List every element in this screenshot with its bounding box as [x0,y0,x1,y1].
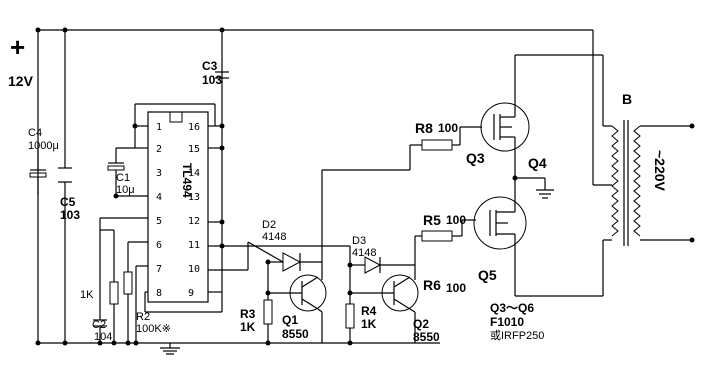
c4-capacitor [29,150,47,195]
transformer-b [603,120,695,246]
c2-value: 104 [94,331,112,343]
r2-resistor [123,271,133,343]
top-rail [38,29,594,185]
ic-pin-3: 3 [156,168,162,179]
c1-capacitor [107,160,125,196]
ic-pin-10: 10 [188,264,200,275]
r8-value: 100 [438,121,458,135]
ic-name: TL494 [180,163,194,198]
c3-value: 103 [202,73,222,87]
q5-label: Q5 [478,267,497,283]
r4-label: R4 [361,304,377,318]
r5-value: 100 [446,213,466,227]
mosfet-note-alt: 或IRFP250 [490,329,544,342]
d2-value: 4148 [262,231,286,243]
ic-pin-1: 1 [156,122,162,133]
c1-label: C1 [116,172,130,184]
c4-label: C4 [28,127,42,139]
r4-value: 1K [361,317,377,331]
q3-mosfet [480,55,530,200]
ic-pin-16: 16 [188,122,200,133]
ground-symbol-left [160,343,180,355]
r3-resistor [263,262,273,343]
r-1k-resistor [100,229,119,343]
ic-pins-left: 1 2 3 4 5 6 7 8 [156,122,162,299]
transformer-label: B [622,91,632,107]
q1-value: 8550 [282,327,309,341]
drain-wiring [515,54,612,297]
r3-value: 1K [240,320,256,334]
c2-label: C2 [92,319,106,331]
ic-pin-5: 5 [156,216,162,227]
ic-pin-12: 12 [188,216,200,227]
c2-capacitor [93,319,107,343]
supply-voltage: 12V [8,73,34,89]
ic-pin-2: 2 [156,144,162,155]
q5-mosfet [473,196,527,296]
c3-label: C3 [202,59,218,73]
r4-resistor [345,265,355,343]
r5-label: R5 [423,212,441,228]
r2-value: 100K※ [136,323,171,335]
c3-capacitor [215,71,229,79]
c5-label: C5 [60,195,76,209]
ic-pin-4: 4 [156,192,162,203]
mosfet-note-range: Q3～Q6 [490,301,534,315]
q2-label: Q2 [413,317,429,331]
r6-label: R6 [423,277,441,293]
q1-label: Q1 [282,313,298,327]
ic-pin-14: 14 [188,168,200,179]
tl494-ic [147,111,209,303]
d2-diode [247,241,322,272]
r-1k-label: 1K [80,289,94,301]
r8-resistor [410,126,482,151]
output-voltage: ~220V [652,150,668,192]
q2-value: 8550 [413,330,440,344]
ic-pin-15: 15 [188,144,200,155]
c5-capacitor [58,167,72,183]
d3-diode [222,245,415,274]
c5-value: 103 [60,208,80,222]
ic-pin-13: 13 [188,192,200,203]
ic-pin-7: 7 [156,264,162,275]
plus-sign: + [10,32,25,62]
ic-pin-9: 9 [188,288,194,299]
d2-label: D2 [262,219,276,231]
q2-transistor [350,235,420,343]
c1-value: 10μ [116,184,135,196]
ic-pins-right: 16 15 14 13 12 11 10 9 [188,122,200,299]
c4-value: 1000μ [28,140,59,152]
r3-label: R3 [240,307,256,321]
junction-dots [35,27,518,346]
q3-label: Q3 [466,150,485,166]
ic-pin-11: 11 [188,240,200,251]
left-rail [37,30,66,343]
ic-pin-8: 8 [156,288,162,299]
r2-label: R2 [136,311,150,323]
mosfet-note-part: F1010 [490,315,524,329]
d3-value: 4148 [352,247,376,259]
ic-wiring [99,30,249,343]
r6-value: 100 [446,281,466,295]
ground-symbol-right [515,177,554,199]
q1-transistor [268,145,411,343]
q4-label: Q4 [528,155,547,171]
r8-label: R8 [415,120,433,136]
ic-pin-6: 6 [156,240,162,251]
r5-resistor [420,219,476,242]
d3-label: D3 [352,235,366,247]
